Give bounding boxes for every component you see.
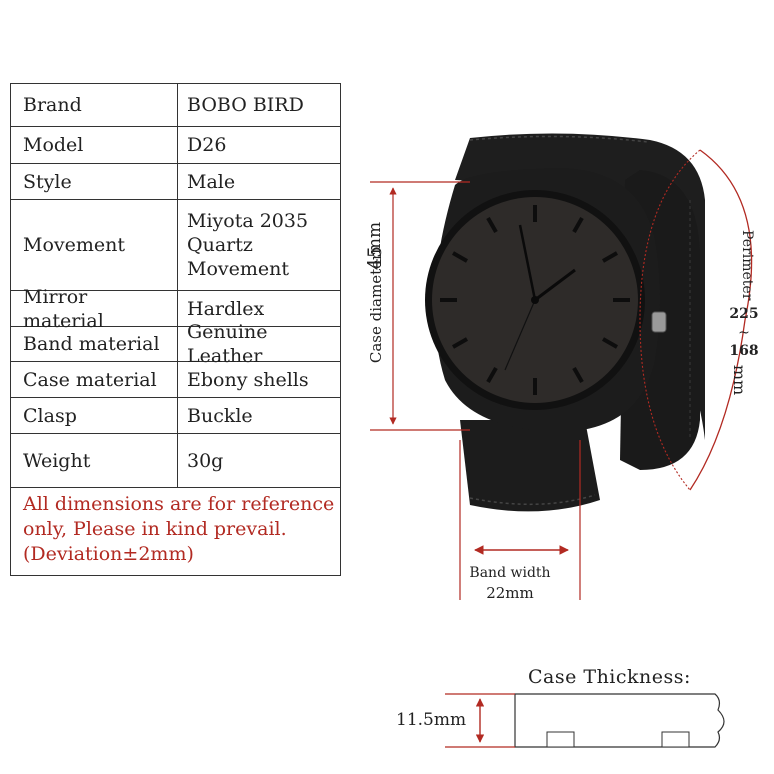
hour-markers (440, 205, 630, 395)
case-diameter-unit: mm (365, 221, 385, 255)
reference-note: All dimensions are for reference only, P… (23, 488, 343, 567)
movement-line: Miyota 2035 (187, 210, 309, 232)
spec-value: Male (187, 170, 236, 193)
spec-value-movement: Miyota 2035 Quartz Movement (187, 200, 342, 290)
table-row: Clasp Buckle (11, 398, 340, 434)
perimeter-arc (689, 149, 753, 491)
perimeter-label: Perimeter (739, 230, 755, 301)
note-line: (Deviation±2mm) (23, 543, 194, 565)
note-line: only, Please in kind prevail. (23, 518, 287, 540)
table-row: Case material Ebony shells (11, 362, 340, 398)
table-row: Brand BOBO BIRD (11, 84, 340, 127)
table-row: Style Male (11, 164, 340, 200)
perimeter-max: 225 (729, 306, 759, 322)
spec-label: Weight (23, 449, 91, 472)
minute-hand (518, 224, 537, 301)
case-profile (514, 693, 725, 748)
strap-bottom (460, 420, 600, 512)
spec-value: 30g (187, 449, 224, 472)
spec-table: Brand BOBO BIRD Model D26 Style Male Mov… (10, 83, 341, 576)
table-row: Movement Miyota 2035 Quartz Movement (11, 200, 340, 291)
table-row: Mirror material Hardlex (11, 286, 340, 332)
band-width-label: Band width (469, 565, 551, 581)
band-width-value: 22mm (486, 584, 534, 602)
watch-crown (651, 311, 667, 333)
spec-label: Clasp (23, 404, 77, 427)
note-line: All dimensions are for reference (23, 493, 335, 515)
second-hand (504, 299, 536, 371)
spec-value: Hardlex (187, 297, 265, 320)
movement-line: Movement (187, 258, 290, 280)
table-column-divider (177, 84, 178, 488)
spec-label: Brand (23, 94, 82, 116)
spec-value: BOBO BIRD (187, 94, 304, 116)
spec-label: Movement (23, 234, 126, 256)
case-thickness-value: 11.5mm (396, 710, 467, 730)
spec-value: D26 (187, 134, 227, 156)
perimeter-min: 168 (729, 343, 759, 359)
perimeter-unit: mm (730, 364, 749, 396)
case-thickness-label: Case Thickness: (528, 666, 691, 688)
spec-value: Buckle (187, 404, 253, 427)
spec-label: Style (23, 170, 72, 193)
spec-label: Case material (23, 368, 157, 391)
spec-label: Band material (23, 333, 160, 355)
spec-value: Ebony shells (187, 368, 309, 391)
perimeter-sep: ~ (738, 325, 750, 341)
table-row: Weight 30g (11, 434, 340, 488)
hour-hand (534, 268, 576, 302)
movement-line: Quartz (187, 234, 253, 256)
table-row: Band material Genuine Leather (11, 321, 340, 367)
spec-label: Model (23, 134, 84, 156)
table-row: Model D26 (11, 127, 340, 164)
